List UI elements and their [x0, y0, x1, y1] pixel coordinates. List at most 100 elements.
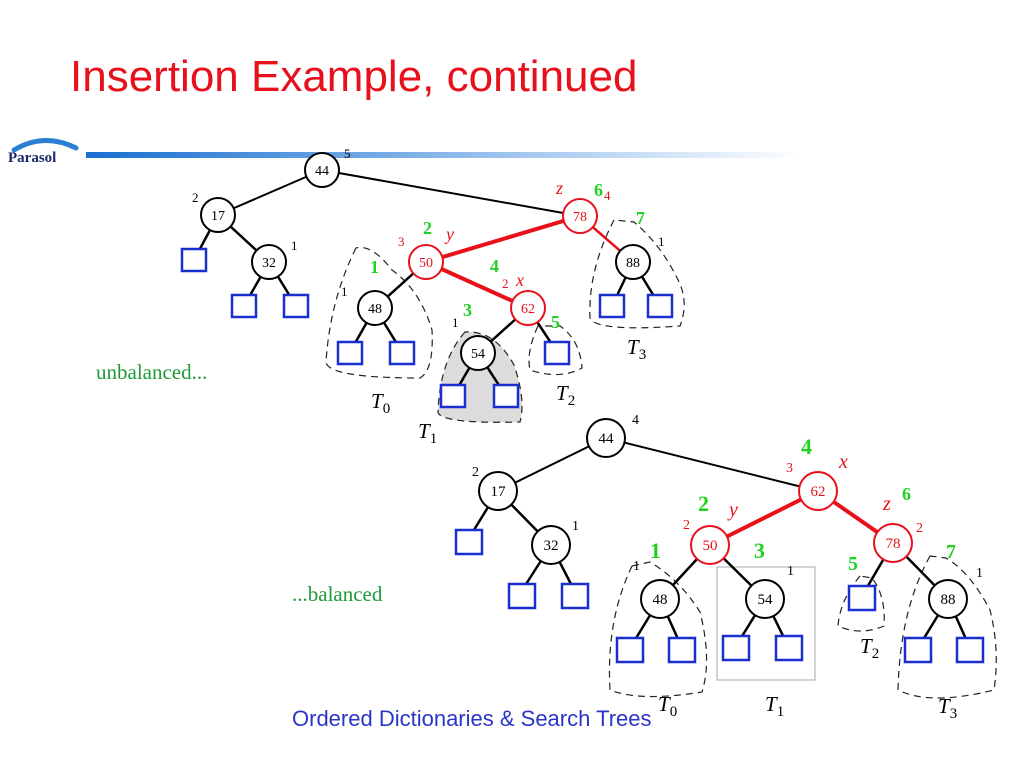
node-label: x [515, 270, 524, 290]
subtree-outline-t0 [325, 246, 433, 379]
step-number: 1 [650, 538, 661, 563]
external-node [180, 247, 208, 273]
slide-title: Insertion Example, continued [70, 52, 638, 101]
tree-node-48: 48 [640, 579, 680, 619]
subtree-label-t1: T1 [418, 419, 437, 447]
node-height: 2 [192, 190, 199, 205]
step-number: 6 [902, 484, 911, 504]
step-number: 7 [946, 541, 956, 563]
node-height: 1 [572, 519, 579, 534]
tree-node-44: 44 [586, 418, 626, 458]
logo-text: Parasol [8, 150, 56, 166]
node-height: 4 [632, 413, 639, 428]
external-node [492, 383, 520, 409]
external-node [598, 293, 626, 319]
svg-text:62: 62 [521, 302, 535, 317]
svg-text:32: 32 [544, 538, 559, 554]
tree-node-44: 44 [304, 152, 340, 188]
step-number: 2 [698, 491, 709, 516]
step-number: 3 [463, 300, 472, 320]
node-height: 2 [683, 518, 690, 533]
svg-text:50: 50 [703, 538, 718, 554]
external-node [667, 636, 697, 664]
tree-node-50: 50 [408, 244, 444, 280]
subtree-label-t0: T0 [371, 389, 390, 417]
svg-text:78: 78 [573, 210, 587, 225]
subtree-label-t1: T1 [765, 692, 784, 720]
tree-node-32: 32 [251, 244, 287, 280]
tree-node-62: 62 [798, 471, 838, 511]
svg-text:48: 48 [653, 592, 668, 608]
subtree-outline-t3 [589, 219, 685, 329]
external-node [847, 584, 877, 612]
tree-node-54: 54 [745, 579, 785, 619]
tree-node-48: 48 [357, 290, 393, 326]
step-number: 2 [423, 218, 432, 238]
tree-node-50: 50 [690, 525, 730, 565]
external-node [721, 634, 751, 662]
parasol-logo: Parasol [8, 137, 79, 166]
header-rule [86, 152, 802, 158]
step-number: 7 [636, 208, 645, 228]
subtree-outline-t1 [716, 566, 816, 681]
node-height: 2 [916, 521, 923, 536]
tree-node-78: 78 [873, 523, 913, 563]
node-label: z [555, 178, 563, 198]
subtree-outline-t2 [837, 575, 885, 632]
node-height: 5 [344, 146, 351, 161]
node-height: 1 [976, 566, 983, 581]
node-height: 2 [502, 276, 509, 291]
tree-node-17: 17 [478, 471, 518, 511]
step-number: 5 [848, 553, 858, 575]
unbalanced-caption: unbalanced... [96, 360, 208, 384]
tree-node-88: 88 [928, 579, 968, 619]
svg-text:54: 54 [758, 592, 774, 608]
subtree-outline-t0 [608, 561, 708, 698]
node-height: 4 [604, 188, 611, 203]
external-node [336, 340, 364, 366]
step-number: 5 [551, 312, 560, 332]
subtree-outline-t2 [528, 325, 583, 376]
external-node [615, 636, 645, 664]
external-node [774, 634, 804, 662]
balanced-tree: 44 4 17 2 62 3 4 x 32 1 50 2 2 y 78 2 z … [454, 413, 997, 722]
svg-text:62: 62 [811, 484, 826, 500]
slide-footer: Ordered Dictionaries & Search Trees [292, 706, 652, 731]
tree-node-54: 54 [460, 335, 496, 371]
subtree-outline-t3 [897, 555, 997, 699]
tree-node-17: 17 [200, 197, 236, 233]
subtree-label-t0: T0 [658, 692, 677, 720]
external-node [543, 340, 571, 366]
tree-node-78: 78 [562, 198, 598, 234]
external-node [230, 293, 258, 319]
external-node [388, 340, 416, 366]
step-number: 4 [801, 434, 812, 459]
svg-text:48: 48 [368, 302, 382, 317]
unbalanced-tree: 44 5 17 2 78 z 6 4 32 1 50 3 2 y 88 7 1 [180, 146, 685, 447]
node-label: z [882, 493, 891, 515]
node-height: 1 [452, 315, 459, 330]
tree-node-88: 88 [615, 244, 651, 280]
node-height: 3 [786, 461, 793, 476]
svg-text:88: 88 [626, 256, 640, 271]
step-number: 4 [490, 256, 499, 276]
subtree-label-t3: T3 [627, 335, 646, 363]
svg-text:78: 78 [886, 536, 901, 552]
step-number: 1 [370, 257, 379, 277]
node-height: 1 [658, 234, 665, 249]
external-node [955, 636, 985, 664]
external-node [507, 582, 537, 610]
balanced-caption: ...balanced [292, 582, 383, 606]
subtree-label-t2: T2 [860, 634, 879, 662]
node-height: 1 [787, 564, 794, 579]
svg-text:50: 50 [419, 256, 433, 271]
external-node [646, 293, 674, 319]
node-height: 2 [472, 465, 479, 480]
svg-text:44: 44 [599, 431, 615, 447]
svg-text:88: 88 [941, 592, 956, 608]
subtree-label-t3: T3 [938, 694, 957, 722]
tree-node-62: 62 [510, 290, 546, 326]
subtree-label-t2: T2 [556, 381, 575, 409]
